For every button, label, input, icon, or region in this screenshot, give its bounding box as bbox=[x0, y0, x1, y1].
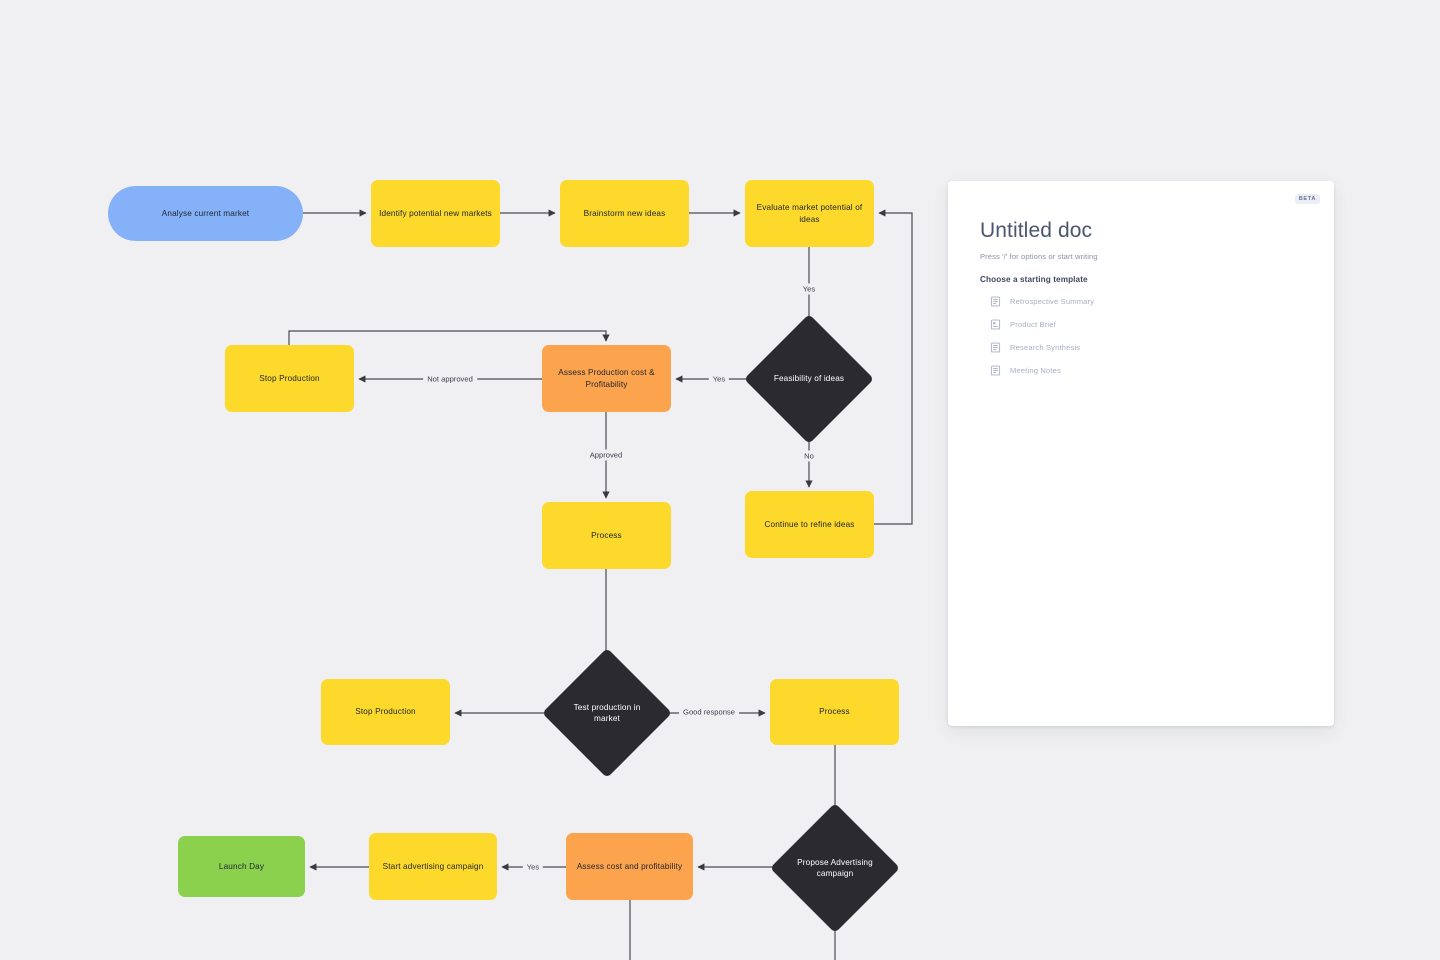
edge-label-feasibility-no: No bbox=[800, 450, 818, 462]
node-label: Assess Production cost & Profitability bbox=[558, 368, 655, 389]
edge-label-evaluate-yes: Yes bbox=[798, 283, 820, 295]
edge-label-good-response: Good response bbox=[679, 706, 739, 718]
node-label: Launch Day bbox=[218, 861, 265, 871]
edge-label-advertising-yes: Yes bbox=[522, 861, 544, 873]
edge-label-approved: Approved bbox=[585, 449, 627, 461]
node-identify-potential-new-markets[interactable]: Identify potential new markets bbox=[371, 180, 500, 247]
node-label: Brainstorm new ideas bbox=[583, 208, 666, 218]
template-item-research-synthesis[interactable]: Research Synthesis bbox=[980, 342, 1302, 353]
edge-continue-to-evaluate bbox=[874, 209, 913, 525]
node-brainstorm-new-ideas[interactable]: Brainstorm new ideas bbox=[560, 180, 689, 247]
node-label: Process bbox=[591, 530, 622, 540]
node-assess-cost-and-profitability[interactable]: Assess cost and profitability bbox=[566, 833, 693, 900]
node-evaluate-market-potential-of-ideas[interactable]: Evaluate market potential of ideas bbox=[745, 180, 874, 247]
edge-label-feasibility-yes: Yes bbox=[708, 373, 730, 385]
node-label: Feasibility of ideas bbox=[773, 374, 845, 384]
node-continue-to-refine-ideas[interactable]: Continue to refine ideas bbox=[745, 491, 874, 558]
template-label: Meeting Notes bbox=[1010, 366, 1061, 375]
node-label: Continue to refine ideas bbox=[764, 519, 855, 529]
node-process-upper[interactable]: Process bbox=[542, 502, 671, 569]
node-label: Process bbox=[819, 707, 850, 717]
node-label: Analyse current market bbox=[161, 208, 250, 218]
document-icon bbox=[990, 296, 1001, 307]
edge-label-not-approved: Not approved bbox=[423, 373, 477, 385]
document-icon bbox=[990, 319, 1001, 330]
node-launch-day[interactable]: Launch Day bbox=[178, 836, 305, 897]
template-label: Retrospective Summary bbox=[1010, 297, 1095, 306]
node-label: Test production in market bbox=[573, 702, 641, 723]
node-label: Identify potential new markets bbox=[379, 208, 492, 218]
beta-badge: BETA bbox=[1294, 194, 1320, 204]
node-propose-advertising-campaign[interactable]: Propose Advertising campaign bbox=[769, 802, 901, 934]
template-label: Research Synthesis bbox=[1010, 343, 1081, 352]
node-start-advertising-campaign[interactable]: Start advertising campaign bbox=[369, 833, 497, 900]
template-item-meeting-notes[interactable]: Meeting Notes bbox=[980, 365, 1302, 376]
node-label: Assess cost and profitability bbox=[576, 861, 683, 871]
node-label: Stop Production bbox=[355, 707, 416, 717]
node-test-production-in-market[interactable]: Test production in market bbox=[541, 647, 673, 779]
node-stop-production-upper[interactable]: Stop Production bbox=[225, 345, 354, 412]
document-icon bbox=[990, 365, 1001, 376]
template-item-product-brief[interactable]: Product Brief bbox=[980, 319, 1302, 330]
template-item-retrospective-summary[interactable]: Retrospective Summary bbox=[980, 296, 1302, 307]
node-label: Propose Advertising campaign bbox=[797, 857, 873, 878]
document-panel[interactable]: BETA Untitled doc Press '/' for options … bbox=[948, 181, 1334, 726]
templates-heading: Choose a starting template bbox=[980, 275, 1088, 284]
document-placeholder-hint: Press '/' for options or start writing bbox=[980, 252, 1098, 261]
document-title[interactable]: Untitled doc bbox=[980, 219, 1093, 242]
node-assess-production-cost-and-profitability[interactable]: Assess Production cost & Profitability bbox=[542, 345, 671, 412]
node-label: Evaluate market potential of ideas bbox=[756, 203, 863, 224]
document-icon bbox=[990, 342, 1001, 353]
node-feasibility-of-ideas[interactable]: Feasibility of ideas bbox=[743, 313, 875, 445]
node-process-lower[interactable]: Process bbox=[770, 679, 899, 745]
template-label: Product Brief bbox=[1010, 320, 1056, 329]
node-analyse-current-market[interactable]: Analyse current market bbox=[108, 186, 303, 241]
edge-stop-production-to-assess bbox=[288, 330, 610, 345]
node-stop-production-lower[interactable]: Stop Production bbox=[321, 679, 450, 745]
node-label: Start advertising campaign bbox=[382, 861, 484, 871]
node-label: Stop Production bbox=[259, 373, 320, 383]
